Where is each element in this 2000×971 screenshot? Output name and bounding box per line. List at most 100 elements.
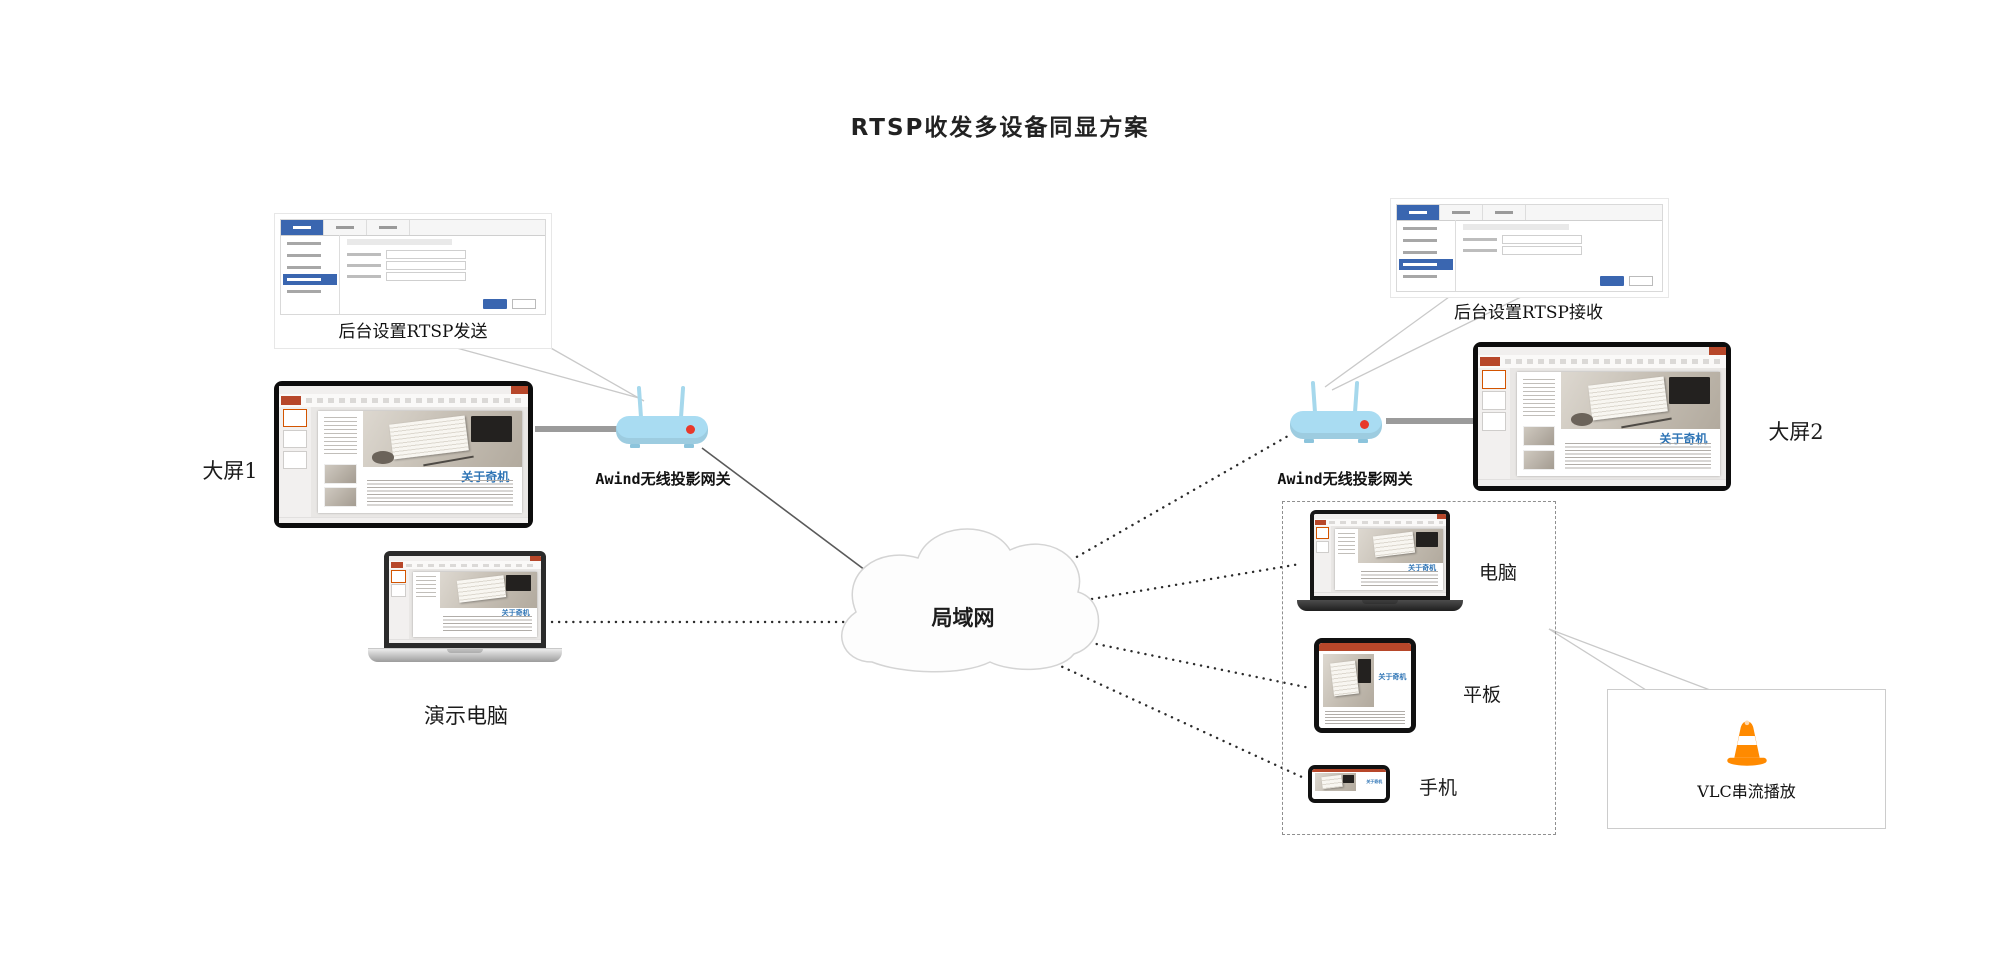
admin-sidebar-item-active [283, 274, 337, 285]
slide-title: 关于奇机 [501, 609, 530, 618]
ppt-thumbnail-panel [1314, 526, 1333, 593]
slide-side-text [1337, 532, 1356, 556]
ppt-statusbar [1478, 479, 1726, 486]
slide-photo [1322, 654, 1375, 707]
admin-form-row [1463, 234, 1655, 245]
vlc-cone-icon [1726, 720, 1767, 766]
notebook-shape [1587, 376, 1668, 422]
admin-form-row [1463, 245, 1655, 256]
slide-mini-photos [323, 464, 357, 507]
receiver-tablet-label: 平板 [1462, 684, 1501, 706]
gateway-label-right: Awind无线投影网关 [1277, 470, 1413, 488]
admin-form [340, 235, 545, 314]
dotted-link-cloud-phone [1028, 650, 1306, 780]
slide-side-text [323, 417, 357, 456]
notebook-shape [389, 415, 470, 460]
tablet-shape [1415, 531, 1438, 548]
notebook-shape [1321, 774, 1343, 789]
ppt-statusbar [1314, 591, 1446, 596]
callout-line-right-a [1324, 296, 1450, 388]
display-1: 关于奇机 [274, 381, 533, 528]
pen-shape [1621, 417, 1672, 429]
admin-sidebar-item [283, 250, 337, 261]
powerpoint-app: 关于奇机 [389, 556, 541, 643]
admin-sidebar-item [1399, 235, 1453, 246]
admin-tab [1483, 205, 1526, 220]
admin-screenshot-rtsp-receive [1390, 198, 1669, 298]
callout-line-vlc-b [1548, 628, 1711, 691]
admin-buttons [483, 299, 536, 309]
slide-paragraph [1360, 570, 1439, 587]
phone-screen: 关于奇机 [1312, 769, 1386, 799]
gateway-label-left: Awind无线投影网关 [595, 470, 731, 488]
admin-form-row [347, 249, 538, 260]
admin-body [1397, 220, 1662, 291]
mini-photo [323, 464, 357, 484]
admin-tab [281, 220, 324, 235]
powerpoint-app: 关于奇机 [279, 386, 528, 523]
admin-ui-mock [280, 219, 546, 315]
mini-photo [323, 487, 357, 507]
admin-form-row [347, 260, 538, 271]
admin-caption-receive: 后台设置RTSP接收 [1454, 303, 1603, 323]
receiver-pc-label: 电脑 [1478, 562, 1517, 584]
admin-sidebar-item [283, 262, 337, 273]
admin-caption-send: 后台设置RTSP发送 [338, 322, 488, 342]
slide-mini-photos [1522, 426, 1556, 470]
slide-paragraph [442, 615, 533, 633]
ppt-statusbar [389, 638, 541, 643]
admin-sidebar-item [1399, 271, 1453, 282]
tablet-shape [1357, 658, 1372, 684]
page-title: RTSP收发多设备同显方案 [850, 115, 1150, 141]
slide-title: 关于奇机 [1378, 672, 1407, 681]
ppt-thumbnail-panel [389, 569, 410, 640]
router-led-icon [686, 425, 695, 434]
slide-thumbnail [282, 450, 308, 470]
admin-tab [324, 220, 367, 235]
slide-thumbnail [1481, 412, 1507, 432]
lan-cloud-shape [841, 528, 1100, 673]
slide: 关于奇机 [412, 571, 538, 637]
router-foot [1358, 439, 1368, 443]
dotted-link-cloud-router2 [1038, 434, 1290, 580]
notebook-shape [1330, 661, 1359, 697]
admin-form [1456, 220, 1662, 291]
ppt-statusbar [279, 516, 528, 523]
ppt-ribbon [279, 394, 528, 408]
antenna-icon [636, 385, 644, 421]
ppt-canvas: 关于奇机 [1331, 526, 1446, 593]
callout-line-right-b [1331, 296, 1522, 391]
receiver-phone: 关于奇机 [1308, 765, 1390, 803]
slide: 关于奇机 [1334, 528, 1443, 591]
slide-paragraph [366, 480, 514, 507]
slide-title: 关于奇机 [1366, 779, 1383, 785]
powerpoint-app: 关于奇机 [1314, 514, 1446, 596]
cup-shape [372, 451, 395, 464]
admin-form-row [347, 271, 538, 282]
mini-photo [1522, 449, 1556, 470]
ppt-thumbnail-panel [279, 406, 313, 518]
confirm-button-mock [483, 299, 507, 309]
slide: 关于奇机 [1516, 372, 1720, 476]
slide-photo [1314, 772, 1357, 792]
presenter-laptop: 关于奇机 [368, 551, 562, 662]
slide-photo [362, 410, 522, 468]
slide-paragraph [1324, 711, 1406, 725]
admin-tab [1440, 205, 1483, 220]
slide-title: 关于奇机 [1408, 564, 1437, 573]
dotted-link-cloud-pc [1048, 562, 1302, 608]
admin-tab [367, 220, 410, 235]
admin-ui-mock [1396, 204, 1663, 292]
app-titlebar [1319, 643, 1411, 651]
callout-line-vlc-a [1548, 628, 1647, 691]
app-titlebar [1312, 769, 1386, 772]
display-1-label: 大屏1 [202, 459, 258, 483]
ppt-thumbnail-panel [1478, 367, 1512, 481]
admin-form-header [347, 239, 453, 245]
vlc-label: VLC串流播放 [1697, 782, 1796, 801]
laptop-keyboard-base [1297, 600, 1463, 611]
display-2: 关于奇机 [1473, 342, 1731, 491]
router-foot [630, 444, 640, 448]
receiver-phone-label: 手机 [1418, 777, 1457, 799]
router-led-icon [1360, 420, 1369, 429]
